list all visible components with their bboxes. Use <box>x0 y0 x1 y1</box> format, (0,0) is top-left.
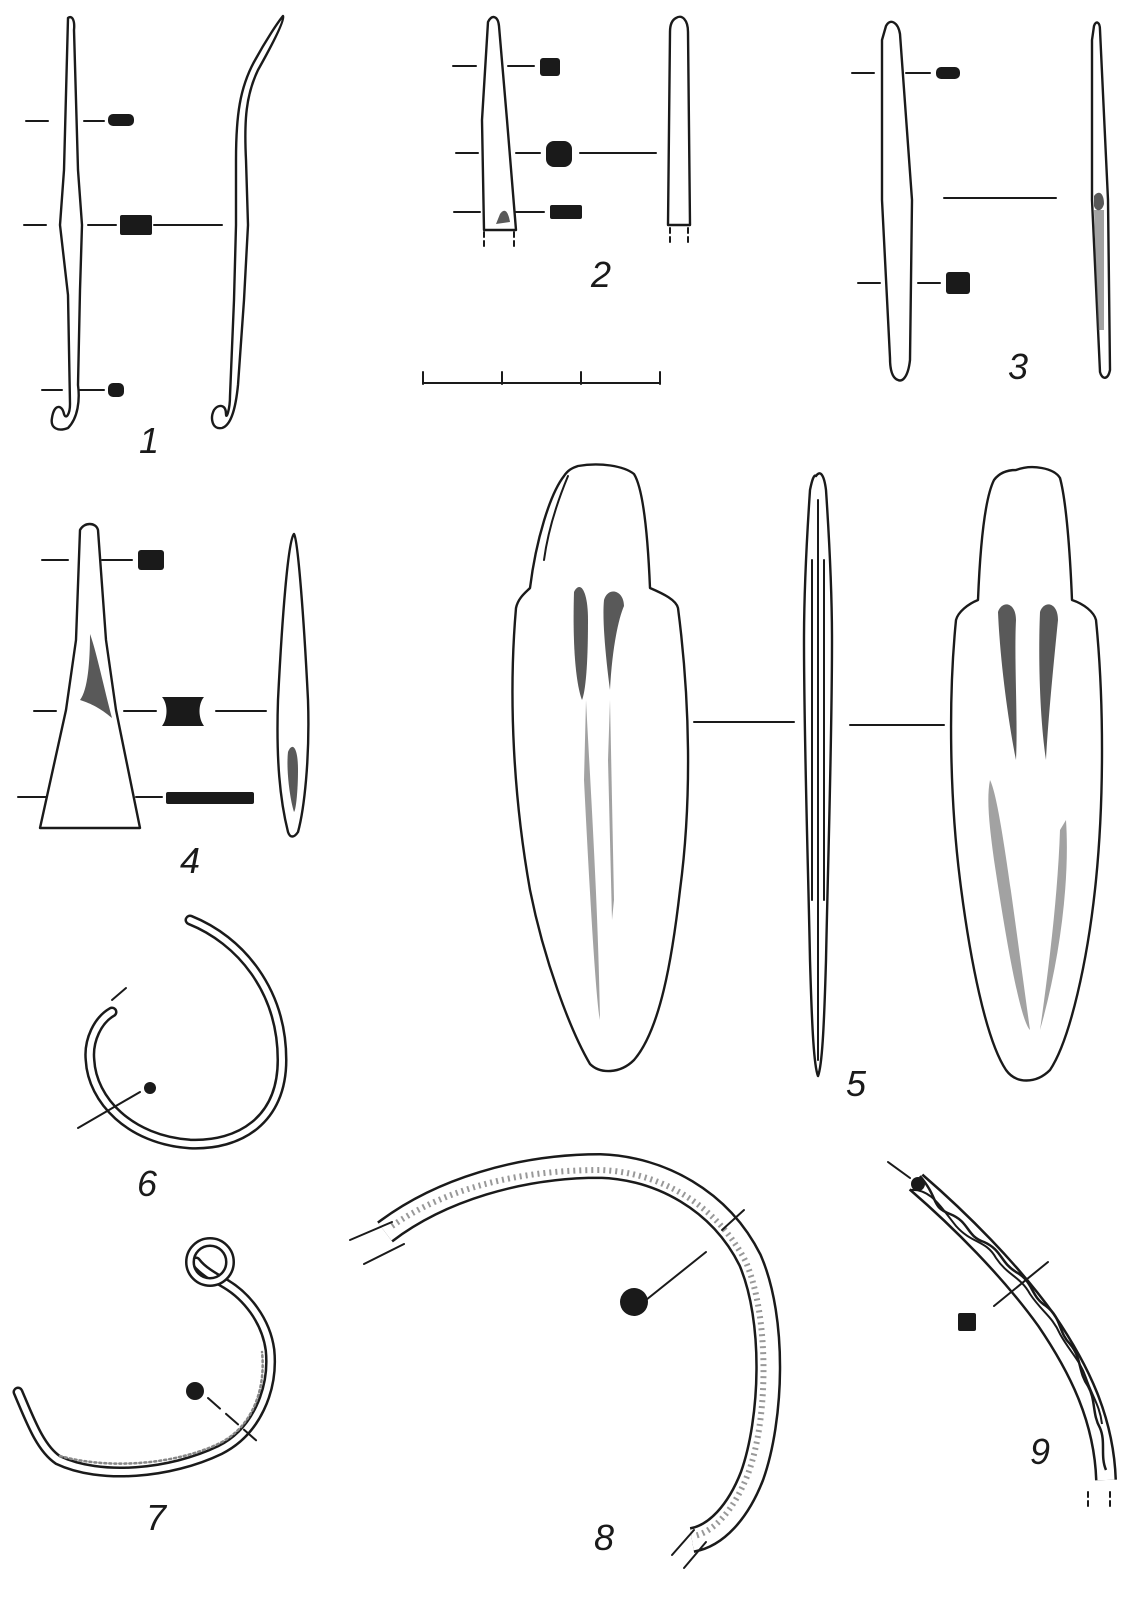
figure-label-8: 8 <box>594 1517 615 1558</box>
artifact-5 <box>511 463 1104 1082</box>
artifact-4 <box>17 522 310 838</box>
artifact-3 <box>851 20 1112 382</box>
artifact-9 <box>887 1161 1117 1511</box>
figure-label-2: 2 <box>591 254 612 295</box>
figure-label-9: 9 <box>1030 1431 1051 1472</box>
artifact-2 <box>452 15 692 251</box>
artifact-7 <box>12 1237 277 1478</box>
figure-label-5: 5 <box>846 1063 867 1104</box>
figure-label-1: 1 <box>139 420 160 461</box>
figure-label-6: 6 <box>137 1163 158 1204</box>
artifact-1 <box>23 14 285 431</box>
artifact-8 <box>349 1152 782 1569</box>
figure-label-3: 3 <box>1008 346 1029 387</box>
figure-label-4: 4 <box>180 840 201 881</box>
scale-bar <box>422 371 661 385</box>
artifact-6 <box>77 914 288 1150</box>
figure-label-7: 7 <box>146 1497 167 1538</box>
